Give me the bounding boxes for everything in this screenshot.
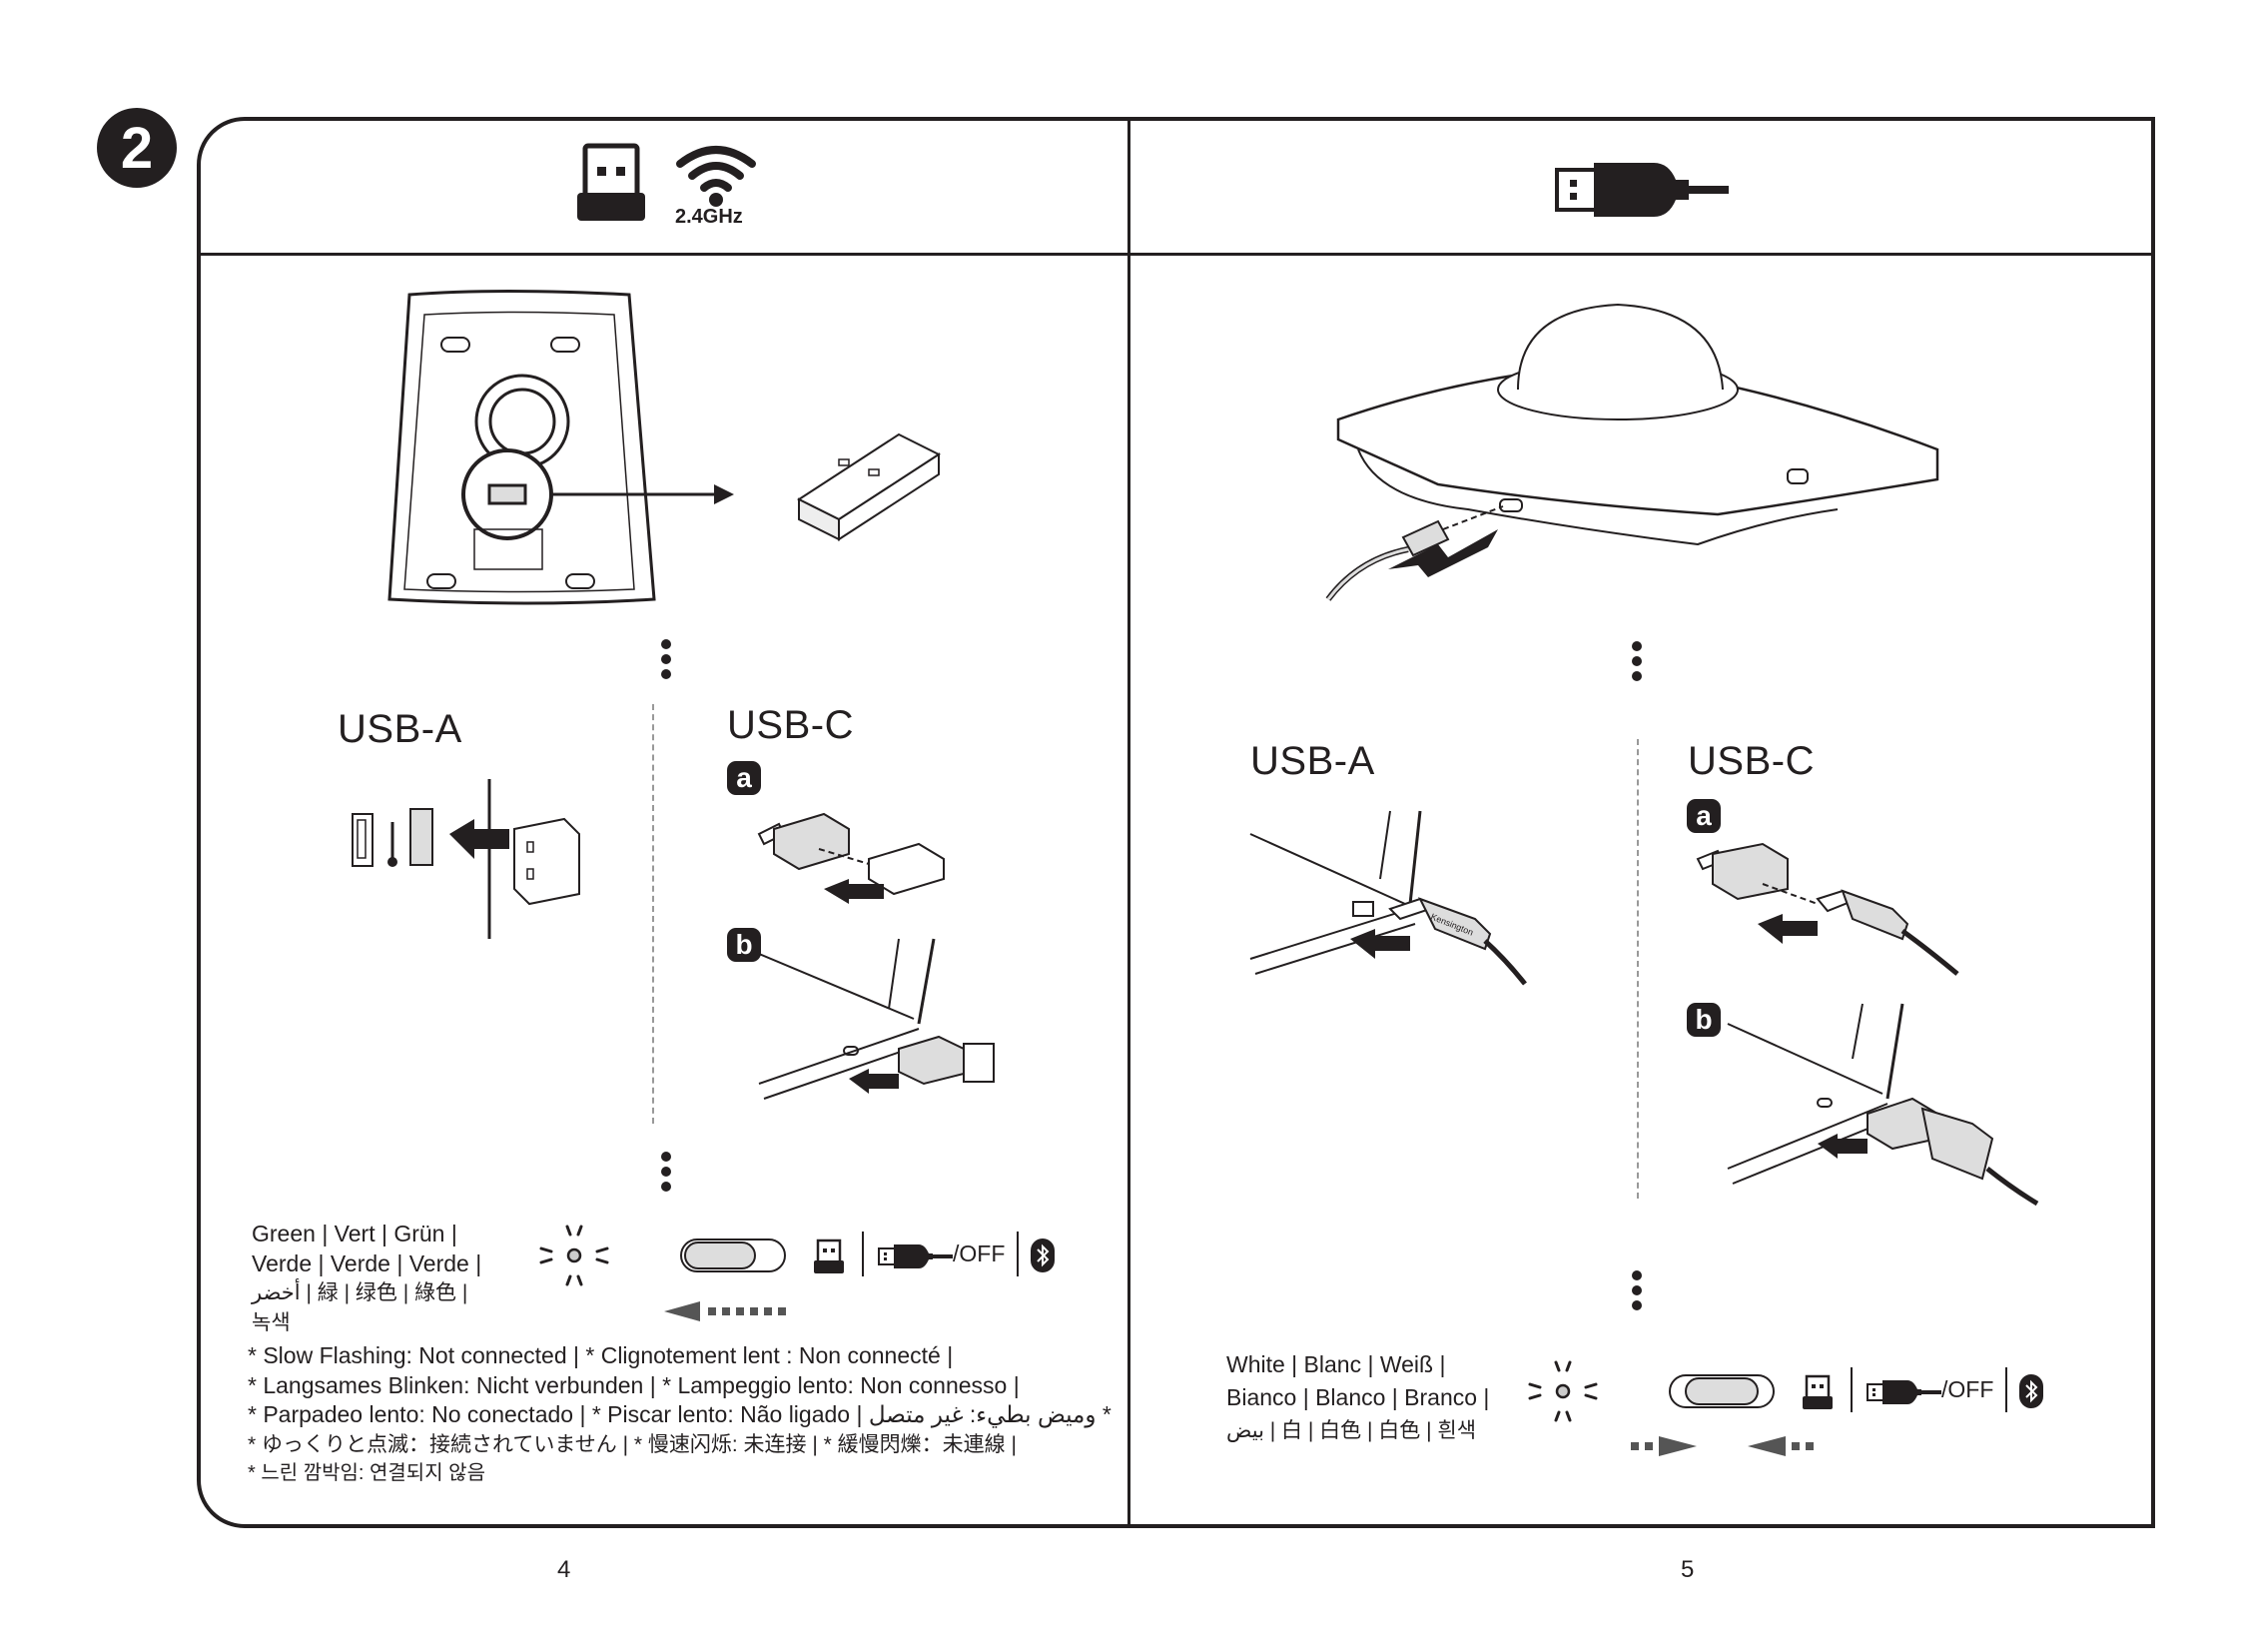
status-notes: * Slow Flashing: Not connected | * Clign… <box>248 1341 1112 1489</box>
led-blinking-icon <box>1528 1356 1598 1431</box>
usb-c-heading: USB-C <box>727 703 854 747</box>
usb-c-adapter-a-illustration <box>1693 839 1962 984</box>
usb-a-port-illustration <box>350 774 589 949</box>
bluetooth-icon <box>1031 1239 1055 1277</box>
usb-a-laptop-illustration: Kensington <box>1249 809 1530 994</box>
mode-switch[interactable] <box>1668 1371 1778 1416</box>
usb-cable-icon <box>877 1243 953 1274</box>
wireless-icon <box>676 144 756 211</box>
switch-direction-arrow-left <box>1748 1435 1818 1462</box>
separator <box>862 1232 864 1276</box>
option-divider <box>1637 739 1639 1199</box>
separator <box>1017 1232 1019 1276</box>
flow-dots <box>1632 1270 1642 1315</box>
flow-dots <box>661 639 671 684</box>
led-blinking-icon <box>539 1221 609 1295</box>
usb-cable-icon <box>1554 160 1729 225</box>
switch-direction-arrow-left <box>664 1300 794 1327</box>
usb-c-heading: USB-C <box>1688 739 1815 783</box>
usb-a-heading: USB-A <box>1250 739 1375 783</box>
mode-switch[interactable] <box>679 1236 789 1280</box>
switch-off-label: /OFF <box>1941 1376 1994 1402</box>
page-number: 5 <box>1681 1556 1695 1583</box>
sub-step-a-badge: a <box>1687 799 1721 833</box>
usb-c-laptop-b-illustration <box>1727 999 2047 1214</box>
flow-dots <box>1632 641 1642 686</box>
usb-a-heading: USB-A <box>338 707 462 751</box>
usb-c-laptop-b-illustration <box>758 934 1009 1119</box>
usb-dongle-icon <box>577 143 645 228</box>
note-line: * Parpadeo lento: No conectado | * Pisca… <box>248 1401 1112 1427</box>
sub-step-b-badge: b <box>727 928 761 962</box>
led-color-line: أخضر | 緑 | 绿色 | 綠色 | <box>252 1281 468 1304</box>
led-color-line: Green | Vert | Grün | <box>252 1221 457 1246</box>
led-color-line: بيض | 白 | 白色 | 白色 | 흰색 <box>1226 1419 1477 1442</box>
switch-direction-arrow-right <box>1631 1435 1701 1462</box>
switch-off-label: /OFF <box>953 1240 1006 1266</box>
panel-divider <box>1127 117 1130 1528</box>
led-color-label: Green | Vert | Grün | Verde | Verde | Ve… <box>252 1219 481 1338</box>
instruction-frame <box>197 117 2155 1528</box>
page-number: 4 <box>557 1556 571 1583</box>
led-color-line: White | Blanc | Weiß | <box>1226 1351 1446 1377</box>
usb-cable-icon <box>1866 1379 1941 1410</box>
usb-dongle-icon <box>1803 1374 1833 1415</box>
usb-c-adapter-a-illustration <box>749 799 949 914</box>
frequency-label: 2.4GHz <box>675 206 743 228</box>
led-color-line: Verde | Verde | Verde | <box>252 1250 482 1276</box>
usb-dongle-icon <box>814 1239 844 1279</box>
note-line: * ゆっくりと点滅：接続されていません | * 慢速闪烁: 未连接 | * 緩慢… <box>248 1432 1017 1456</box>
note-line: * Langsames Blinken: Nicht verbunden | *… <box>248 1371 1020 1398</box>
sub-step-b-badge: b <box>1687 1003 1721 1037</box>
note-line: * 느린 깜박임: 연결되지 않음 <box>248 1462 485 1484</box>
led-color-line: 녹색 <box>252 1311 291 1334</box>
option-divider <box>652 704 654 1124</box>
bluetooth-icon <box>2019 1374 2043 1413</box>
flow-dots <box>661 1152 671 1197</box>
separator <box>1851 1367 1853 1412</box>
led-color-label: White | Blanc | Weiß | Bianco | Blanco |… <box>1226 1348 1489 1447</box>
sub-step-a-badge: a <box>727 761 761 795</box>
trackball-bottom-illustration <box>379 290 979 614</box>
header-divider <box>197 253 2155 256</box>
note-line: * Slow Flashing: Not connected | * Clign… <box>248 1342 954 1368</box>
trackball-top-illustration <box>1318 300 1957 614</box>
step-number: 2 <box>120 115 154 181</box>
led-color-line: Bianco | Blanco | Branco | <box>1226 1384 1490 1410</box>
separator <box>2005 1367 2007 1412</box>
step-number-badge: 2 <box>97 108 177 188</box>
